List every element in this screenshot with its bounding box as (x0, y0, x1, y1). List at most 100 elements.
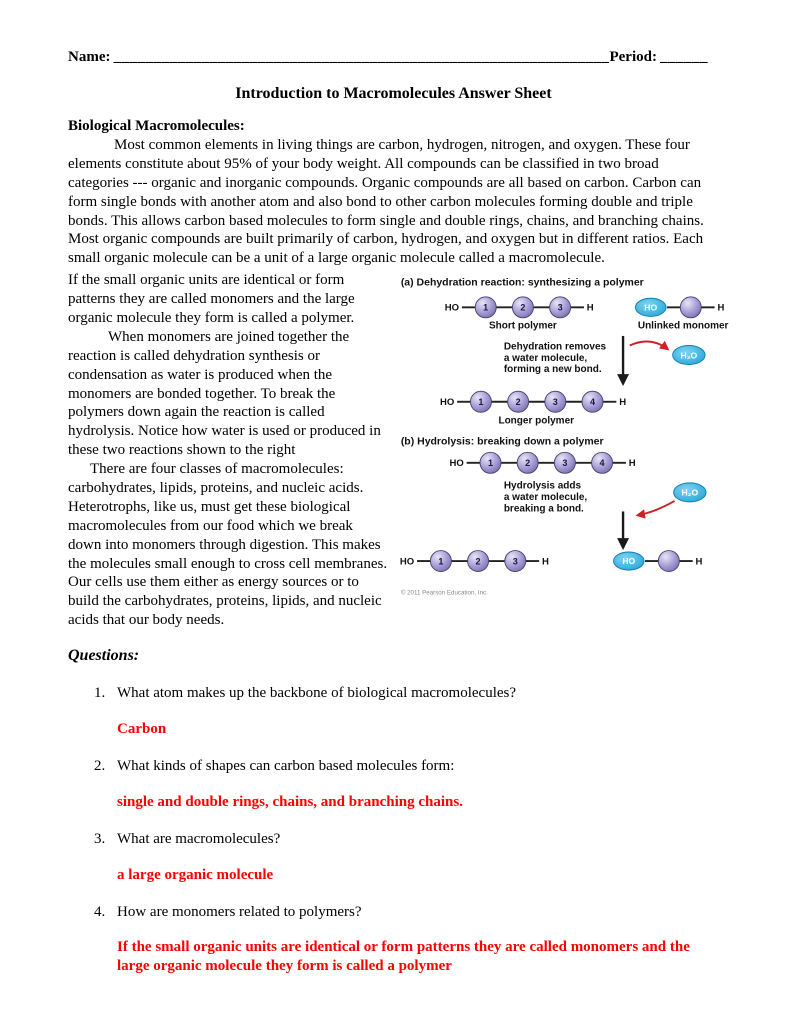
monomer-number: 2 (520, 303, 525, 313)
chain-end-label: H (717, 303, 724, 314)
monomer-bead (467, 550, 490, 573)
chain-start-label: HO (400, 557, 414, 568)
monomer-bead (553, 452, 576, 474)
hydrolysis-note-line: breaking a bond. (504, 504, 584, 515)
chain-start-label: HO (449, 458, 463, 469)
chain-end-label: H (542, 557, 549, 568)
dehydration-hydrolysis-diagram: (a) Dehydration reaction: synthesizing a… (400, 278, 729, 597)
monomer-bead (657, 550, 680, 573)
questions-list: 1. What atom makes up the backbone of bi… (68, 684, 719, 976)
question-text: What kinds of shapes can carbon based mo… (117, 758, 455, 775)
wrap-region: (a) Dehydration reaction: synthesizing a… (68, 271, 729, 630)
question-text: How are monomers related to polymers? (117, 903, 362, 920)
monomer-number: 1 (488, 458, 493, 468)
monomer-bead (429, 550, 452, 573)
monomer-bead (479, 452, 502, 474)
period-label: Period: (609, 49, 657, 65)
chain-start-label: HO (440, 397, 454, 408)
chain-end-label: H (619, 397, 626, 408)
answer-text: Carbon (117, 721, 167, 738)
monomer-polymer-paragraph: If the small organic units are identical… (68, 272, 355, 326)
chain-end-label: H (629, 458, 636, 469)
period-blank: ______ (659, 49, 708, 65)
water-molecule (673, 482, 707, 503)
question-number: 2. (94, 758, 106, 775)
monomer-bead (469, 390, 492, 413)
question-text: What are macromolecules? (117, 830, 281, 847)
question-item: 3. What are macromolecules? a large orga… (94, 830, 719, 885)
water-group (634, 297, 667, 318)
answer-text: If the small organic units are identical… (117, 939, 690, 975)
monomer-bead (516, 452, 539, 474)
monomer-bead (679, 296, 702, 319)
question-item: 4. How are monomers related to polymers?… (94, 903, 719, 977)
longer-polymer-chain: HO H 1 2 3 4 (440, 390, 626, 413)
chain-end-label: H (587, 303, 594, 314)
question-item: 2. What kinds of shapes can carbon based… (94, 757, 719, 812)
monomer-number: 3 (558, 303, 563, 313)
water-molecule-label: H₂O (681, 351, 698, 361)
water-group (613, 551, 645, 571)
monomer-number: 2 (516, 397, 521, 407)
detached-monomer-chain: HO H (613, 550, 703, 573)
water-molecule (672, 345, 706, 366)
answer-text: a large organic molecule (117, 866, 274, 883)
question-item: 1. What atom makes up the backbone of bi… (94, 684, 719, 739)
name-label: Name: (68, 49, 111, 65)
monomer-bead (549, 296, 572, 319)
questions-heading: Questions: (68, 647, 140, 665)
curved-red-arrow-icon (635, 500, 676, 519)
macromolecule-classes-paragraph: There are four classes of macromolecules… (68, 461, 388, 629)
monomer-bead (474, 296, 497, 319)
figure-credit: © 2011 Pearson Education, Inc. (401, 590, 488, 597)
part-b-title: (b) Hydrolysis: breaking down a polymer (401, 437, 604, 448)
question-text: What atom makes up the backbone of biolo… (117, 685, 517, 702)
dehydration-note-line: Dehydration removes (504, 341, 607, 352)
monomer-number: 3 (553, 397, 558, 407)
chain-end-label: H (696, 557, 703, 568)
longer-polymer-label: Longer polymer (498, 416, 574, 427)
page-title: Introduction to Macromolecules Answer Sh… (235, 84, 552, 102)
part-a-title: (a) Dehydration reaction: synthesizing a… (401, 278, 644, 289)
monomer-number: 2 (476, 557, 481, 567)
question-number: 3. (94, 830, 106, 847)
answer-text: single and double rings, chains, and bra… (117, 793, 463, 810)
intro-paragraph: Most common elements in living things ar… (68, 136, 704, 267)
water-group-label: HO (622, 556, 635, 566)
question-number: 1. (94, 685, 106, 702)
water-group-label: HO (644, 303, 657, 313)
short-polymer-label: Short polymer (489, 320, 557, 331)
hydrolysis-polymer-chain: HO H 1 2 3 4 (449, 452, 636, 474)
monomer-number: 3 (513, 557, 518, 567)
name-blank: ________________________________________… (113, 49, 610, 65)
unlinked-monomer-chain: HO H (634, 296, 724, 319)
short-polymer-chain: HO H 1 2 3 (445, 296, 594, 319)
monomer-number: 4 (600, 458, 605, 468)
monomer-bead (507, 390, 530, 413)
unlinked-monomer-label: Unlinked monomer (638, 320, 729, 331)
monomer-number: 1 (483, 303, 488, 313)
chain-start-label: HO (445, 303, 459, 314)
monomer-bead (511, 296, 534, 319)
monomer-bead (544, 390, 567, 413)
hydrolysis-note-line: Hydrolysis adds (504, 481, 582, 492)
monomer-number: 1 (438, 557, 443, 567)
hydrolysis-product-chain: HO H 1 2 3 (400, 550, 549, 573)
monomer-number: 2 (525, 458, 530, 468)
dehydration-note-line: forming a new bond. (504, 364, 602, 375)
macromolecule-figure: (a) Dehydration reaction: synthesizing a… (397, 273, 769, 602)
question-number: 4. (94, 903, 106, 920)
dehydration-note-line: a water molecule, (504, 353, 588, 364)
monomer-bead (581, 390, 604, 413)
monomer-number: 1 (478, 397, 483, 407)
name-period-line: Name:___________________________________… (68, 48, 719, 67)
monomer-bead (504, 550, 527, 573)
dehydration-paragraph: When monomers are joined together the re… (68, 328, 381, 459)
monomer-bead (591, 452, 614, 474)
monomer-number: 3 (562, 458, 567, 468)
water-molecule-label: H₂O (681, 488, 698, 498)
monomer-number: 4 (590, 397, 595, 407)
hydrolysis-note-line: a water molecule, (504, 492, 588, 503)
section-heading: Biological Macromolecules: (68, 118, 245, 135)
